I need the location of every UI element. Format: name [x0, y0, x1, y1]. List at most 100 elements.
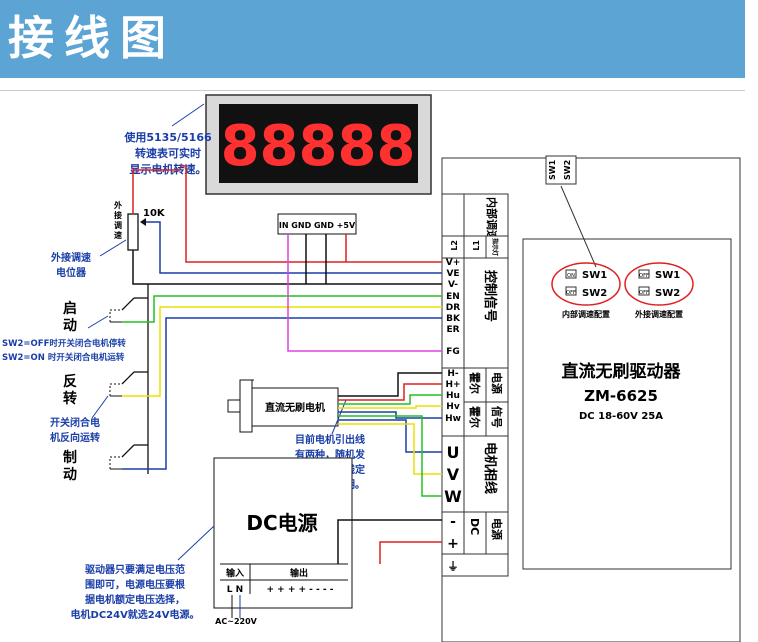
- config-internal: ON SW1 OFF SW2 内部调速配置: [551, 262, 621, 319]
- dip-label-sw2: SW2: [563, 160, 572, 180]
- power-input-label: 输入: [226, 567, 244, 579]
- terminal-label: FG: [446, 347, 460, 357]
- driver-title: 直流无刷驱动器: [562, 361, 682, 382]
- terminal-label: V-: [448, 280, 458, 290]
- terminal-label: V+: [446, 258, 461, 268]
- power-input-pins: L N: [227, 585, 243, 595]
- display-digits: 88888: [221, 114, 416, 179]
- switch-start: 启 动: [63, 297, 135, 334]
- terminal-label: VE: [446, 269, 459, 279]
- terminal-label: V: [447, 465, 460, 484]
- terminal-label: Hv: [446, 402, 460, 412]
- motor-label: 直流无刷电机: [265, 401, 325, 414]
- pot-side-label: 接: [114, 210, 122, 220]
- page-title: 接线图: [8, 11, 176, 65]
- led-l1-label: L1: [472, 240, 481, 251]
- cfg-external-sw2: SW2: [655, 288, 680, 299]
- pot-caption: 外接调速: [50, 251, 91, 264]
- cfg-internal-state2: OFF: [566, 290, 576, 296]
- switch-brake-label: 制: [63, 449, 77, 466]
- terminal-label: -: [450, 514, 456, 530]
- display-note-line: 使用5135/5166: [123, 130, 212, 144]
- dc-power-supply: DC电源 输入 输出 L N + + + + - - - - AC~220V: [213, 457, 353, 626]
- header-banner: 接线图: [0, 0, 745, 78]
- switch-start-note-line: SW2=OFF时开关闭合电机停转: [2, 338, 126, 349]
- terminal-label: H-: [447, 369, 459, 379]
- terminal-label: BK: [446, 314, 461, 324]
- section-internal-label: 内部调速: [485, 197, 499, 241]
- power-note-line: 驱动器只要满足电压范: [85, 563, 185, 576]
- terminal-label: Hu: [446, 391, 460, 401]
- section-control-label: 控制信号: [482, 270, 498, 322]
- switch-start-note: SW2=OFF时开关闭合电机停转 SW2=ON 时开关闭合电机运转: [2, 315, 126, 363]
- pot-side-label: 调: [114, 220, 122, 230]
- cfg-internal-sw2: SW2: [582, 288, 607, 299]
- power-note-line: 据电机额定电压选择，: [85, 593, 185, 606]
- power-ac-label: AC~220V: [215, 617, 257, 626]
- switch-start-label: 启: [63, 300, 77, 317]
- config-external: OFF SW1 OFF SW2 外接调速配置: [624, 262, 694, 319]
- switch-start-note-line: SW2=ON 时开关闭合电机运转: [2, 352, 125, 363]
- driver-spec: DC 18-60V 25A: [579, 411, 663, 422]
- terminal-label: ⏚: [448, 560, 459, 573]
- power-output-pins: + + + + - - - -: [266, 585, 333, 595]
- cfg-internal-caption: 内部调速配置: [562, 309, 610, 319]
- terminal-strip: 内部调速 L2 L1 指示灯 控制信号 霍尔 电源 霍尔 信号 电机相线 DC …: [441, 193, 509, 577]
- section-hall-signal-a: 霍尔: [468, 406, 482, 428]
- switch-reverse-label: 转: [63, 390, 77, 407]
- switch-brake: 制 动: [63, 444, 135, 483]
- cfg-external-state2: OFF: [639, 290, 649, 296]
- section-dc-a: DC: [468, 518, 481, 535]
- switch-brake-label: 动: [63, 466, 77, 483]
- display-pin-header: IN GND GND +5V: [277, 213, 357, 235]
- terminal-label: DR: [446, 303, 460, 313]
- pot-side-label: 外: [114, 200, 122, 210]
- section-hall-signal-b: 信号: [490, 406, 504, 428]
- motor-note-line: 目前电机引出线: [295, 433, 365, 446]
- display-note-line: 转速表可实时: [135, 146, 201, 160]
- display-note: 使用5135/5166 转速表可实时 显示电机转速。: [123, 103, 212, 176]
- cfg-internal-state1: ON: [567, 273, 575, 279]
- wires: [122, 165, 442, 564]
- driver-model: ZM-6625: [584, 387, 658, 405]
- terminal-label: +: [447, 536, 459, 552]
- switch-start-label: 动: [63, 317, 77, 334]
- section-hall-power-b: 电源: [490, 372, 504, 394]
- wiring-diagram: 88888 使用5135/5166 转速表可实时 显示电机转速。 IN GND …: [2, 94, 741, 642]
- cfg-external-caption: 外接调速配置: [635, 309, 683, 319]
- potentiometer: 10K 外 接 调 速 外接调速 电位器: [50, 200, 166, 279]
- terminal-label: Hw: [445, 414, 461, 424]
- pot-side-label: 速: [114, 230, 122, 240]
- pot-caption: 电位器: [56, 266, 87, 279]
- led-indicator-label: 指示灯: [491, 238, 499, 256]
- terminal-label: W: [444, 487, 462, 506]
- terminal-label: U: [447, 443, 460, 462]
- speed-display: 88888: [205, 94, 432, 195]
- led-l2-label: L2: [450, 240, 459, 251]
- power-note: 驱动器只要满足电压范 围即可，电源电压要根 据电机额定电压选择， 电机DC24V…: [71, 525, 215, 621]
- terminal-label: EN: [446, 292, 460, 302]
- power-note-line: 电机DC24V就选24V电源。: [71, 608, 200, 621]
- terminal-label: H+: [445, 380, 460, 390]
- display-pins: IN GND GND +5V: [279, 221, 356, 230]
- power-title: DC电源: [246, 511, 317, 535]
- section-hall-power-a: 霍尔: [468, 372, 482, 394]
- cfg-external-state1: OFF: [639, 273, 649, 279]
- display-note-line: 显示电机转速。: [130, 162, 207, 176]
- divider: [0, 90, 745, 91]
- cfg-external-sw1: SW1: [655, 270, 680, 281]
- section-dc-b: 电源: [490, 518, 504, 540]
- power-output-label: 输出: [290, 567, 308, 579]
- power-note-line: 围即可，电源电压要根: [85, 578, 185, 591]
- terminal-label: ER: [446, 325, 459, 335]
- pot-value: 10K: [143, 208, 166, 219]
- switch-reverse-label: 反: [63, 373, 77, 390]
- section-phase-label: 电机相线: [482, 442, 498, 494]
- switch-reverse: 反 转 开关闭合电 机反向运转: [50, 371, 135, 444]
- cfg-internal-sw1: SW1: [582, 270, 607, 281]
- switch-reverse-note-line: 开关闭合电: [50, 416, 100, 429]
- motor: 直流无刷电机: [227, 379, 339, 433]
- switch-reverse-note-line: 机反向运转: [50, 431, 100, 444]
- dip-label-sw1: SW1: [548, 159, 557, 180]
